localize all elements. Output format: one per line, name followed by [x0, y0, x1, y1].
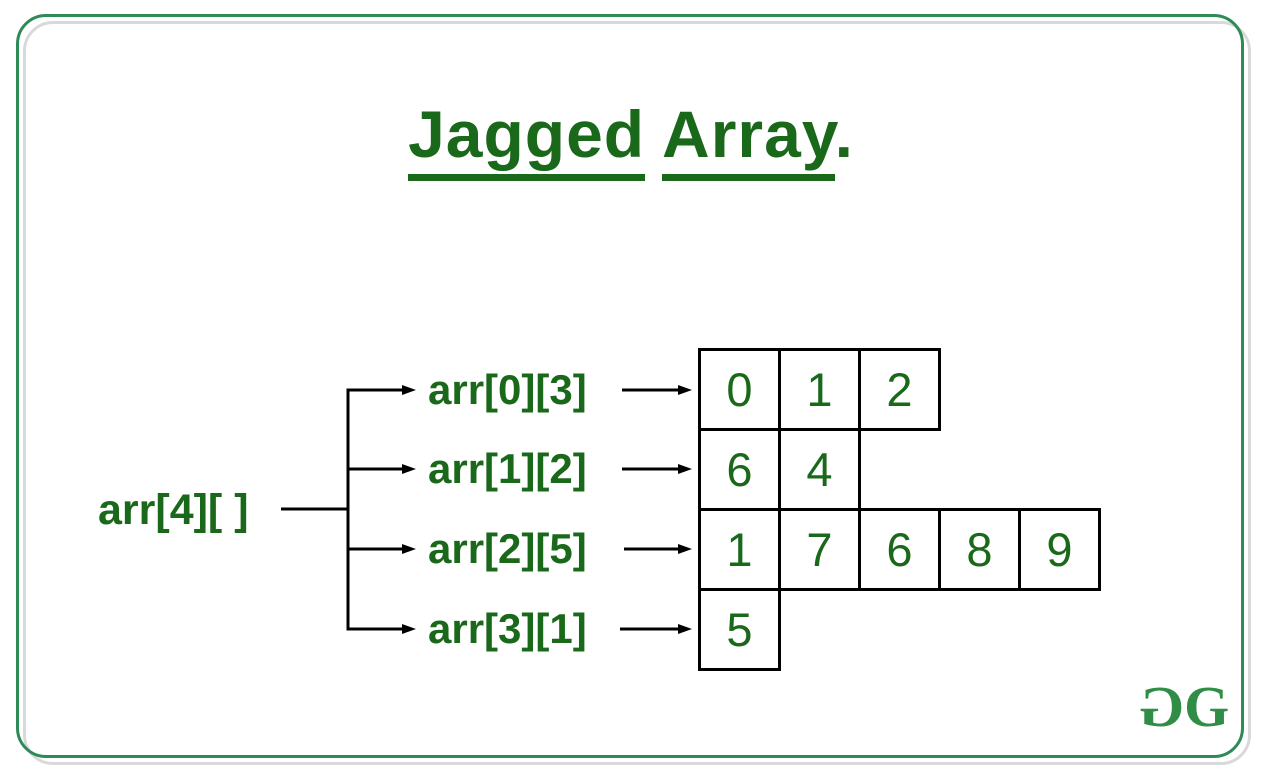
array-cell-0-2: 2: [858, 348, 941, 431]
logo-letter: G: [1184, 674, 1229, 739]
title-word-2: Array: [662, 97, 835, 181]
array-cell-0-0: 0: [698, 348, 781, 431]
array-row-3: 5: [698, 588, 781, 671]
row-label-2: arr[2][5]: [428, 525, 587, 572]
geeksforgeeks-logo: GG: [1142, 674, 1229, 739]
frame-green-border: [16, 14, 1244, 758]
array-cell-1-0: 6: [698, 428, 781, 511]
row-label-3: arr[3][1]: [428, 605, 587, 652]
array-cell-2-2: 6: [858, 508, 941, 591]
array-row-0: 0 1 2: [698, 348, 941, 431]
array-row-2: 1 7 6 8 9: [698, 508, 1101, 591]
title-period: .: [834, 97, 854, 171]
frame-shadow-border: [23, 21, 1251, 765]
array-cell-0-1: 1: [778, 348, 861, 431]
array-cell-2-3: 8: [938, 508, 1021, 591]
row-label-0: arr[0][3]: [428, 366, 587, 413]
title-word-1: Jagged: [408, 97, 646, 181]
page-title: Jagged Array.: [0, 96, 1262, 181]
logo-letter-mirrored: G: [1142, 674, 1185, 739]
array-cell-3-0: 5: [698, 588, 781, 671]
array-row-1: 6 4: [698, 428, 861, 511]
root-array-label: arr[4][ ]: [98, 486, 249, 534]
array-cell-2-4: 9: [1018, 508, 1101, 591]
array-cell-2-0: 1: [698, 508, 781, 591]
array-cell-2-1: 7: [778, 508, 861, 591]
row-label-1: arr[1][2]: [428, 445, 587, 492]
array-cell-1-1: 4: [778, 428, 861, 511]
